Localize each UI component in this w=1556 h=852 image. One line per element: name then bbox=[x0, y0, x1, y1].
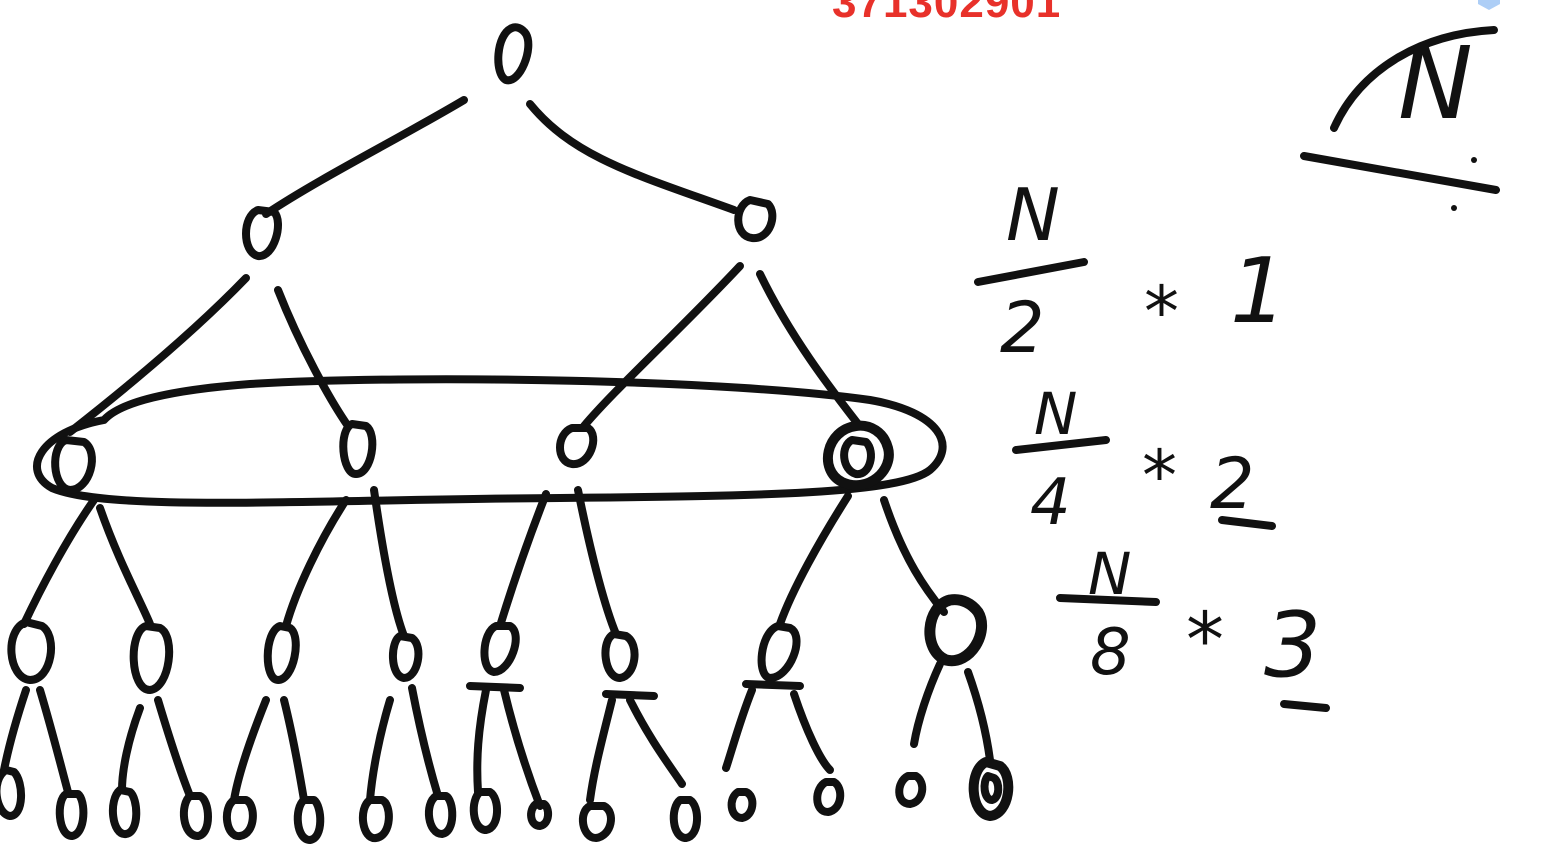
tree-edge bbox=[776, 492, 852, 628]
formula-3-operator: * bbox=[1186, 595, 1224, 684]
formula-2-numerator: N bbox=[1034, 380, 1077, 448]
tree-edge bbox=[500, 686, 544, 810]
tree-edge bbox=[230, 696, 270, 804]
tree-node-highlighted bbox=[822, 420, 894, 491]
formula-3-denominator: 8 bbox=[1090, 616, 1131, 690]
tree-node bbox=[895, 772, 927, 808]
tree-node bbox=[578, 802, 615, 842]
tree-edge bbox=[910, 660, 944, 748]
tree-edge bbox=[790, 690, 834, 774]
tree-edge bbox=[526, 100, 738, 214]
tree-node bbox=[556, 424, 598, 468]
fraction-bar-2 bbox=[1012, 436, 1110, 454]
tree-node-highlighted bbox=[980, 772, 1003, 804]
multiplier-underline bbox=[1280, 700, 1330, 712]
tree-node-highlighted bbox=[924, 594, 988, 667]
corner-note-dot bbox=[1451, 205, 1457, 211]
tree-node-root bbox=[494, 23, 533, 85]
tree-edge bbox=[964, 668, 994, 764]
tree-node bbox=[389, 632, 423, 682]
tree-node bbox=[727, 788, 757, 822]
formula-3-numerator: N bbox=[1088, 540, 1131, 608]
tree-edge bbox=[722, 686, 756, 772]
multiplier-underline bbox=[1218, 516, 1276, 530]
formula-2-multiplier: 2 bbox=[1210, 443, 1255, 525]
tree-node-highlighted bbox=[840, 436, 875, 478]
tree-node bbox=[222, 796, 257, 840]
tree-node bbox=[813, 778, 845, 816]
tree-edge bbox=[473, 686, 490, 796]
tree-edge bbox=[366, 696, 394, 804]
tree-node bbox=[527, 800, 553, 830]
formula-1-denominator: 2 bbox=[1000, 287, 1045, 369]
corner-note-curve bbox=[1330, 26, 1498, 132]
tree-node bbox=[734, 196, 777, 242]
corner-note-text: N bbox=[1398, 25, 1473, 142]
tree-node bbox=[669, 796, 701, 842]
tree-node-highlighted bbox=[968, 757, 1014, 821]
tree-edge bbox=[574, 486, 620, 638]
formula-2-operator: * bbox=[1142, 435, 1177, 517]
corner-note-bar bbox=[1300, 152, 1500, 194]
tree-edge bbox=[880, 496, 948, 616]
tree-edge bbox=[756, 270, 862, 428]
formula-1-operator: * bbox=[1144, 271, 1179, 353]
tree-node bbox=[108, 786, 141, 838]
tree-node bbox=[55, 790, 88, 840]
tree-node bbox=[358, 796, 393, 842]
formula-2-denominator: 4 bbox=[1030, 466, 1071, 540]
corner-note-dot bbox=[1471, 157, 1477, 163]
tree-node bbox=[424, 792, 457, 838]
tree-node bbox=[263, 622, 300, 684]
tree-edge bbox=[586, 696, 616, 804]
tree-edge bbox=[20, 496, 98, 628]
tree-edge bbox=[66, 274, 250, 436]
fraction-bar-3 bbox=[1056, 594, 1160, 606]
tree-edge bbox=[36, 686, 72, 796]
tree-edge bbox=[370, 486, 408, 640]
tree-node bbox=[601, 630, 639, 682]
tree-node bbox=[179, 792, 212, 840]
tree-edge bbox=[96, 504, 154, 628]
tree-edge bbox=[280, 696, 308, 804]
watermark-id-text: 371302901 bbox=[832, 0, 1062, 27]
tree-node bbox=[129, 622, 174, 694]
tree-edge bbox=[580, 262, 744, 430]
tree-edge bbox=[118, 704, 144, 794]
formula-3-multiplier: 3 bbox=[1264, 593, 1321, 698]
tree-node bbox=[480, 622, 520, 676]
tree-node bbox=[242, 206, 282, 260]
cube-logo-icon bbox=[1478, 0, 1500, 10]
tree-edge bbox=[274, 286, 352, 430]
formula-1-multiplier: 1 bbox=[1230, 239, 1287, 344]
tree-edge bbox=[408, 684, 442, 800]
formula-1-numerator: N bbox=[1006, 173, 1060, 257]
tree-node bbox=[7, 618, 56, 684]
tree-node bbox=[469, 788, 501, 834]
tree-edge bbox=[496, 490, 550, 630]
tree-node bbox=[293, 796, 325, 844]
tree-edge bbox=[0, 686, 30, 774]
tree-node bbox=[757, 622, 801, 682]
level-highlight-loop bbox=[33, 375, 947, 507]
tree-edge bbox=[626, 696, 686, 788]
tree-edge bbox=[154, 696, 194, 800]
tree-edge bbox=[282, 496, 350, 630]
tree-node bbox=[0, 766, 25, 820]
tree-node bbox=[339, 420, 377, 478]
tree-edge bbox=[262, 96, 468, 218]
fraction-bar-1 bbox=[974, 258, 1088, 286]
tree-node bbox=[51, 436, 96, 494]
